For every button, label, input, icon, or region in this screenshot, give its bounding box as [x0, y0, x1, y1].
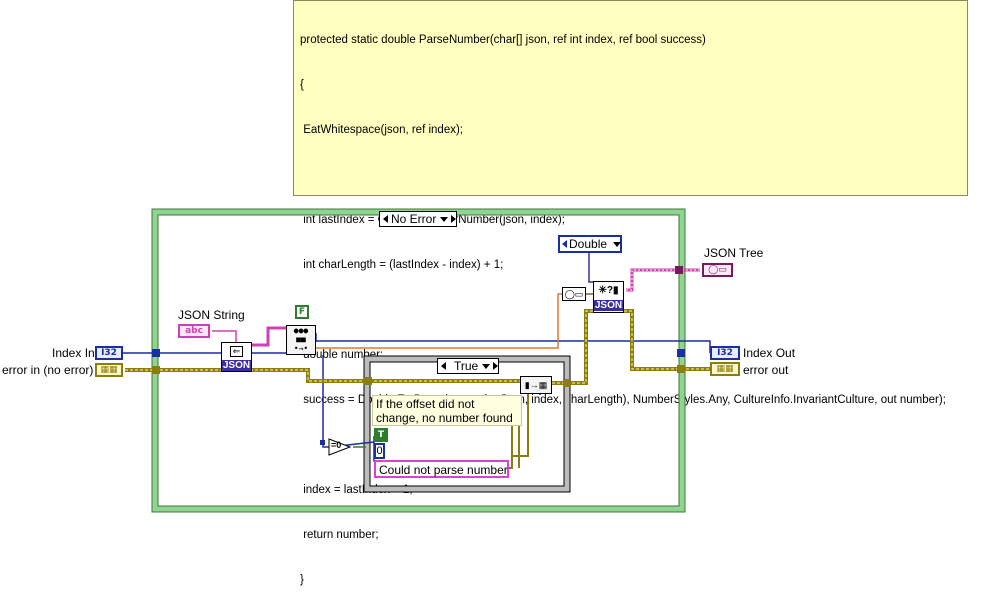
false-constant[interactable]: F	[295, 305, 309, 319]
json-node-label: JSON	[222, 360, 251, 371]
bundle-error-node[interactable]: ▮→▦	[520, 376, 552, 394]
block-diagram-canvas	[122, 208, 711, 513]
code-comment: protected static double ParseNumber(char…	[293, 0, 968, 586]
json-tree-icon: ◯▭	[708, 265, 727, 275]
equal-zero-node[interactable]: =0	[328, 438, 352, 456]
outer-case-selector-label: No Error	[391, 212, 437, 226]
next-case-icon[interactable]	[493, 362, 499, 370]
wire-json-tree	[626, 268, 700, 292]
index-out-terminal[interactable]: I32	[710, 346, 740, 360]
json-add-icon: ✳?▮	[598, 285, 619, 296]
code-line: protected static double ParseNumber(char…	[300, 34, 706, 46]
code-line: return number;	[300, 529, 379, 541]
wire-json-string	[212, 330, 237, 343]
json-node-label: JSON	[594, 300, 623, 311]
chevron-down-icon[interactable]	[482, 363, 491, 369]
bundle-icon: ▮→▦	[524, 380, 548, 390]
wire-index-out	[300, 340, 711, 353]
double-type-constant[interactable]: Double	[558, 235, 622, 253]
equal-zero-label: =0	[331, 440, 342, 450]
double-type-label: Double	[569, 237, 608, 251]
json-add-node[interactable]: ✳?▮ JSON	[593, 281, 624, 313]
error-out-label: error out	[743, 363, 789, 377]
type-cast-node[interactable]: ◯▭	[562, 287, 586, 301]
next-case-icon[interactable]	[451, 215, 457, 223]
outer-case-selector[interactable]: No Error	[379, 211, 457, 227]
type-cast-icon: ◯▭	[564, 289, 584, 299]
inner-case-selector-label: True	[454, 359, 479, 373]
decrement-icon[interactable]	[562, 240, 567, 248]
chevron-down-icon[interactable]	[440, 216, 449, 222]
json-parse-node[interactable]: ⇐ JSON	[221, 342, 252, 372]
unbundle-icon: ●●●■■•→•	[293, 326, 309, 353]
code-line: int charLength = (lastIndex - index) + 1…	[300, 259, 504, 271]
true-constant[interactable]: T	[374, 428, 388, 442]
error-message-constant[interactable]: Could not parse number	[374, 460, 509, 478]
index-in-terminal[interactable]: I32	[95, 346, 123, 360]
code-line: }	[300, 574, 304, 586]
previous-case-icon[interactable]	[383, 215, 388, 223]
code-line: EatWhitespace(json, ref index);	[300, 124, 463, 136]
zero-constant[interactable]: 0	[374, 443, 385, 459]
index-out-label: Index Out	[743, 346, 796, 360]
wire-orange	[316, 293, 562, 349]
chevron-down-icon[interactable]	[613, 241, 622, 247]
error-in-terminal[interactable]: ▦▦	[95, 363, 123, 377]
error-out-terminal[interactable]: ▦▦	[710, 362, 740, 376]
code-line: {	[300, 79, 304, 91]
unbundle-node[interactable]: ●●●■■•→•	[286, 325, 316, 355]
json-string-label: JSON String	[178, 308, 245, 322]
error-in-label: error in (no error)	[2, 363, 94, 377]
error-cluster-icon: ▦▦	[100, 365, 118, 375]
json-tree-terminal[interactable]: ◯▭	[702, 263, 733, 277]
offset-note: If the offset did not change, no number …	[372, 395, 522, 426]
previous-case-icon[interactable]	[441, 362, 446, 370]
error-cluster-icon: ▦▦	[716, 364, 734, 374]
index-in-label: Index In	[52, 346, 95, 360]
inner-case-selector[interactable]: True	[437, 358, 499, 374]
parse-icon: ⇐	[222, 343, 251, 360]
json-tree-label: JSON Tree	[704, 246, 764, 260]
json-string-terminal[interactable]: abc	[178, 324, 210, 338]
